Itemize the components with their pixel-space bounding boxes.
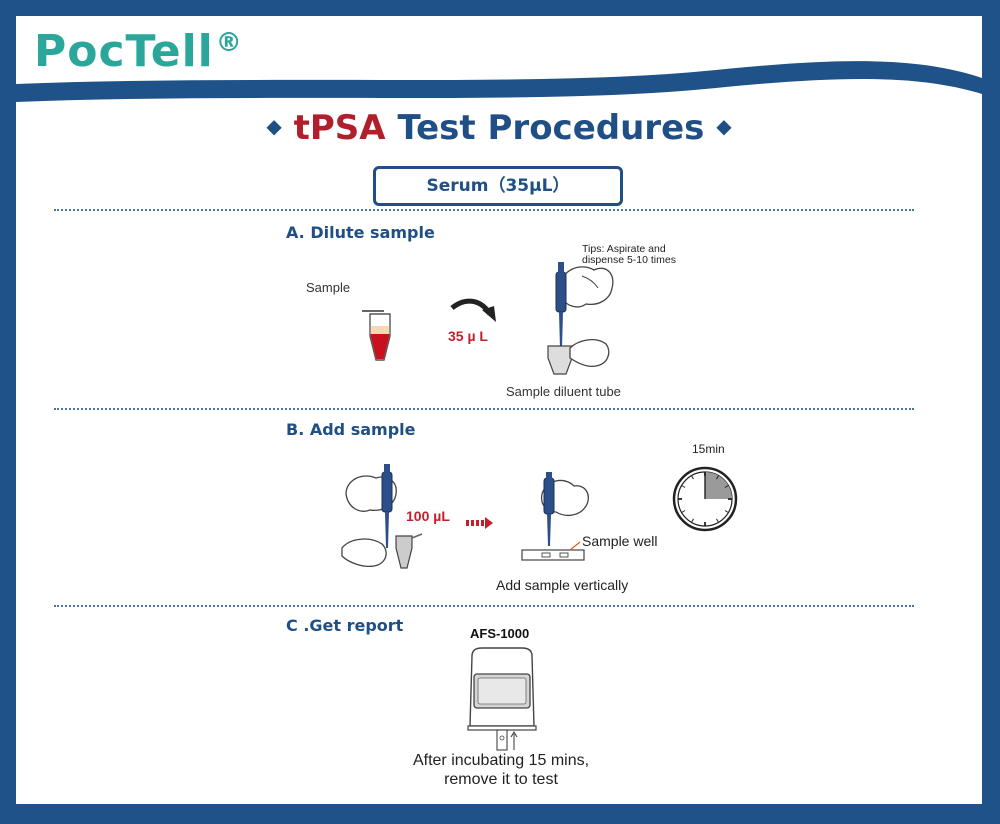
sample-tube-icon (362, 310, 391, 361)
timer-tick (691, 518, 694, 523)
timer-tick (724, 485, 729, 488)
header-wave (16, 61, 982, 102)
curved-arrow-icon (450, 298, 496, 322)
diluent-tube-caption: Sample diluent tube (506, 384, 621, 399)
divider-1 (54, 209, 914, 211)
brand-logo: PocTell® (34, 26, 243, 77)
procedure-card: PocTell® ◆ tPSA Test Procedures ◆ Serum（… (16, 16, 982, 804)
analyzer-device-icon (467, 647, 537, 751)
step-b-volume: 100 µL (406, 508, 450, 524)
sample-label: Sample (306, 280, 351, 295)
timer-tick (681, 510, 686, 513)
page-title: ◆ tPSA Test Procedures ◆ (16, 108, 982, 148)
tips-text: Tips: Aspirate and dispense 5-10 times (582, 243, 676, 266)
pipette-diluent-illustration (547, 262, 614, 375)
device-name: AFS-1000 (470, 626, 530, 641)
timer-elapsed-wedge (705, 472, 732, 499)
sample-type-badge: Serum（35µL） (373, 166, 623, 206)
timer-tick (716, 518, 719, 523)
diamond-icon-right: ◆ (716, 113, 732, 138)
timer-tick (716, 475, 719, 480)
timer-ticks (678, 472, 732, 526)
dashed-arrow-icon (466, 517, 493, 529)
diamond-icon-left: ◆ (266, 113, 282, 138)
brand-name: PocTell (34, 26, 214, 77)
sample-well-label: Sample well (582, 533, 658, 549)
title-main: Test Procedures (397, 108, 705, 148)
timer-tick (681, 485, 686, 488)
step-a-volume: 35 µ L (448, 328, 488, 344)
divider-3 (54, 605, 914, 607)
step-c-title: C .Get report (286, 616, 404, 635)
registered-mark: ® (215, 28, 243, 58)
timer-tick (691, 475, 694, 480)
title-accent: tPSA (293, 108, 386, 148)
report-caption: After incubating 15 mins, remove it to t… (412, 752, 590, 788)
timer-label: 15min (692, 442, 725, 456)
timer-icon (672, 466, 738, 532)
cassette-illustration (521, 472, 589, 561)
step-b-title: B. Add sample (286, 420, 416, 439)
divider-2 (54, 408, 914, 410)
timer-tick (724, 510, 729, 513)
add-vertically-caption: Add sample vertically (496, 577, 629, 593)
pipette-transfer-illustration (341, 464, 423, 569)
step-a-title: A. Dilute sample (286, 223, 435, 242)
